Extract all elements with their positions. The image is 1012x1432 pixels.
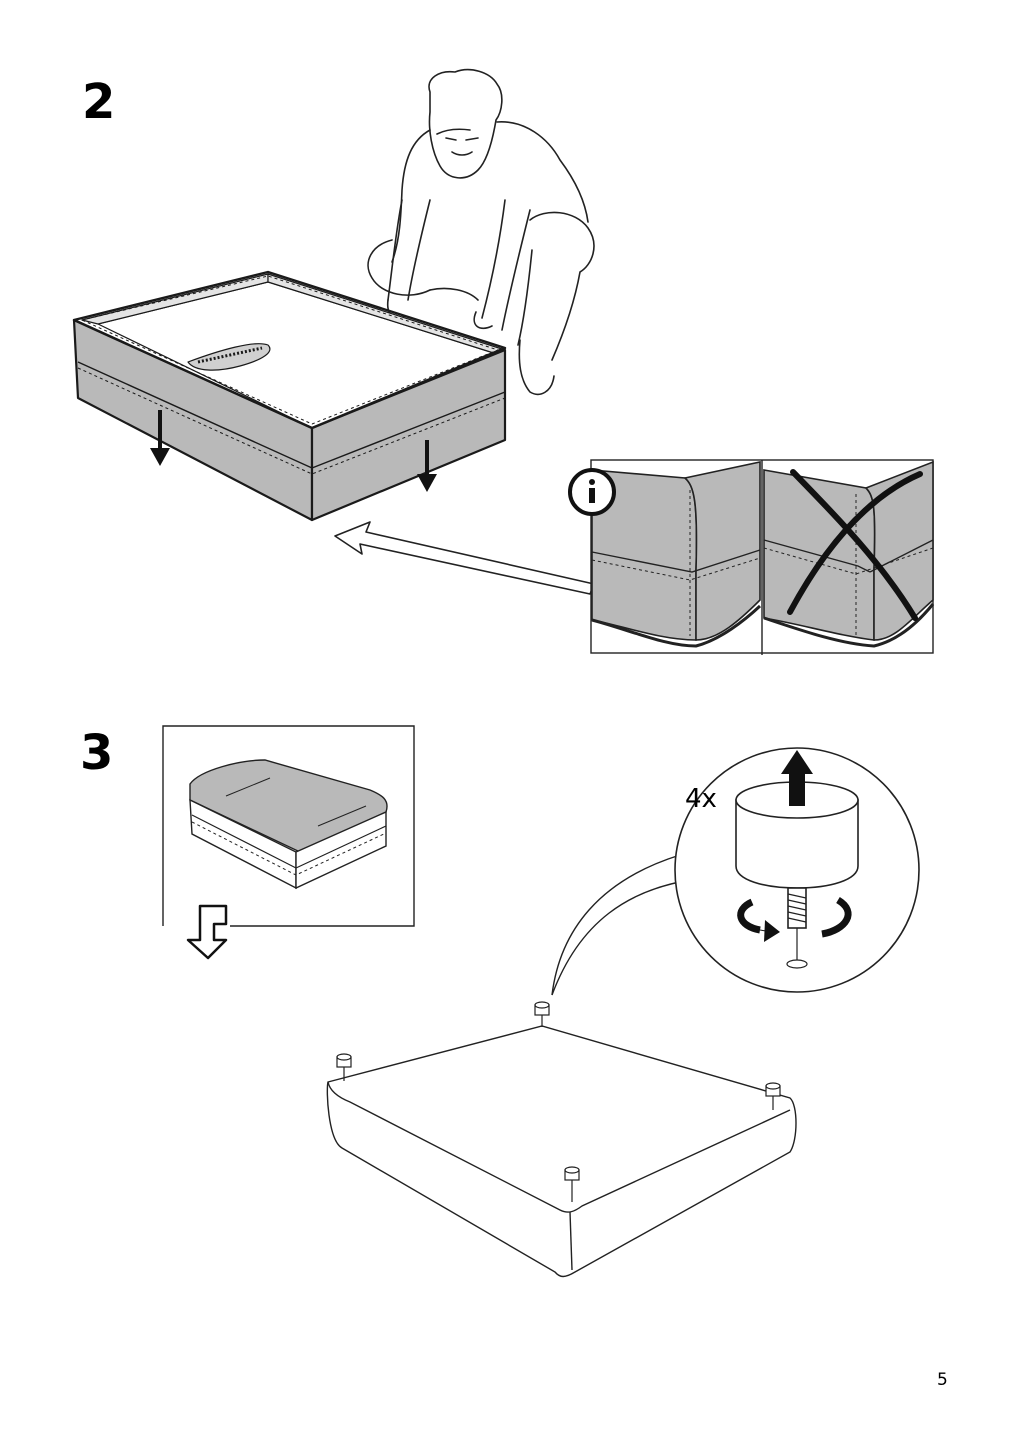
arrow-down-icon <box>150 410 170 466</box>
quantity-label: 4x <box>685 784 717 814</box>
magnifier-circle <box>551 747 920 996</box>
info-icon <box>568 468 616 516</box>
arrow-up-icon <box>781 750 813 806</box>
detail-panel <box>590 459 935 655</box>
arrow-down-icon <box>417 440 437 492</box>
rotate-arrowhead <box>764 920 780 942</box>
correct-corner <box>591 461 762 648</box>
incorrect-corner <box>763 460 935 648</box>
step-number-3: 3 <box>80 725 114 781</box>
inset-panel <box>162 725 415 960</box>
cross-icon <box>787 469 923 621</box>
cushion-icon <box>189 759 388 890</box>
pointer-arrow <box>334 521 595 595</box>
step-number-2: 2 <box>82 74 116 130</box>
flip-icon <box>186 904 228 960</box>
sofa-base <box>326 1025 797 1278</box>
foot-detail <box>735 781 859 969</box>
frame-box <box>72 270 507 522</box>
page-number: 5 <box>937 1370 948 1390</box>
foot-icon <box>336 1001 781 1202</box>
